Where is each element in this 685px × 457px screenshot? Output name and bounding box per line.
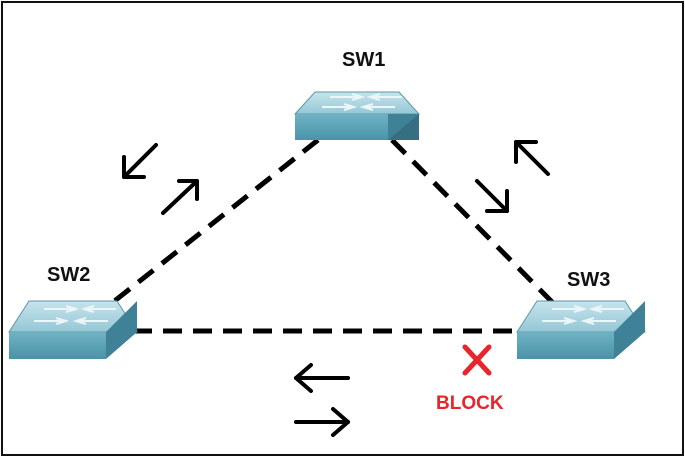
arrow-icon-sw3-to-sw2 (294, 363, 350, 393)
arrow-icon-sw2-to-sw3 (294, 407, 350, 437)
link-sw1-sw2 (110, 138, 320, 305)
switch-sw1 (293, 91, 421, 140)
arrow-icon-sw1-to-sw3 (475, 179, 509, 213)
arrow-icon-sw2-to-sw1 (161, 179, 199, 215)
block-label: BLOCK (436, 393, 504, 414)
arrow-icon-sw3-to-sw1 (514, 140, 550, 176)
switch-label-sw3: SW3 (567, 269, 610, 291)
block-x-icon (462, 344, 492, 376)
link-sw1-sw3 (390, 138, 555, 305)
switch-sw3 (516, 300, 646, 359)
arrow-icon-sw1-to-sw2 (122, 143, 158, 179)
switch-label-sw1: SW1 (342, 49, 385, 71)
switch-label-sw2: SW2 (47, 264, 90, 286)
switch-sw2 (8, 300, 138, 359)
